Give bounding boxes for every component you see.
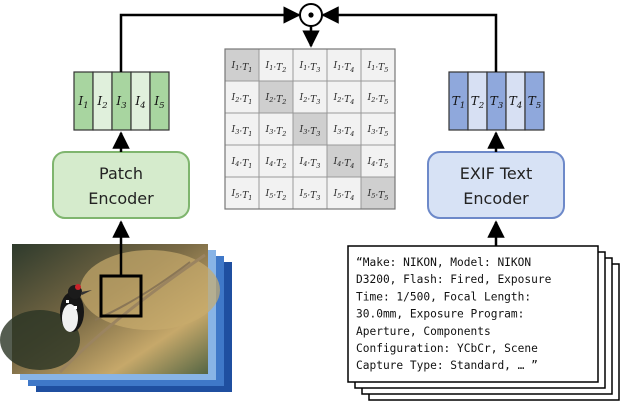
matrix-cell-label: I2·T3 [299, 93, 321, 106]
matrix-cell-5-2: I5·T2 [258, 176, 294, 210]
exif-text-line-5: Aperture, Components [356, 325, 491, 338]
image-vector-label-5: I5 [153, 94, 164, 111]
matrix-cell-label: I1·T5 [367, 61, 389, 74]
text-vector-cell-5: T5 [524, 71, 545, 131]
matrix-cell-label: I3·T2 [265, 125, 287, 138]
operator-symbol [308, 12, 314, 18]
matrix-cell-label: I2·T5 [367, 93, 389, 106]
image-vector-cell-4: I4 [130, 71, 151, 131]
image-vector-cell-1: I1 [73, 71, 94, 131]
matrix-cell-4-3: I4·T3 [292, 144, 328, 178]
exif-document [347, 245, 599, 383]
matrix-cell-4-2: I4·T2 [258, 144, 294, 178]
matrix-cell-label: I1·T4 [333, 61, 355, 74]
text-vector-cell-3: T3 [486, 71, 507, 131]
image-vector-label-2: I2 [96, 94, 107, 111]
image-vector-label-1: I1 [77, 94, 88, 111]
image-stack [0, 244, 232, 392]
matrix-cell-label: I3·T1 [231, 125, 253, 138]
matrix-cell-label: I2·T1 [231, 93, 253, 106]
matrix-cell-label: I4·T5 [367, 157, 389, 170]
arrow-image-vector-to-operator [119, 6, 301, 72]
image-vector-cell-5: I5 [149, 71, 170, 131]
matrix-cell-1-5: I1·T5 [360, 48, 396, 82]
image-vector-label-3: I3 [115, 94, 127, 111]
matrix-cell-label: I2·T4 [333, 93, 355, 106]
matrix-cell-3-5: I3·T5 [360, 112, 396, 146]
text-encoder-label-line2: Encoder [463, 189, 529, 208]
matrix-cell-label: I5·T2 [265, 189, 287, 202]
matrix-cell-label: I5·T1 [231, 189, 253, 202]
exif-text-line-4: 30.0mm, Exposure Program: [356, 308, 524, 321]
matrix-cell-5-5: I5·T5 [360, 176, 396, 210]
exif-text-line-7: Capture Type: Standard, … ” [356, 359, 538, 372]
matrix-cell-3-1: I3·T1 [224, 112, 260, 146]
matrix-cell-3-2: I3·T2 [258, 112, 294, 146]
matrix-cell-3-4: I3·T4 [326, 112, 362, 146]
matrix-cell-label: I2·T2 [265, 93, 287, 106]
matrix-cell-2-1: I2·T1 [224, 80, 260, 114]
exif-text-line-1: “Make: NIKON, Model: NIKON [356, 256, 531, 269]
exif-text-line-3: Time: 1/500, Focal Length: [356, 290, 531, 303]
matrix-cell-1-1: I1·T1 [224, 48, 260, 82]
matrix-cell-label: I3·T5 [367, 125, 389, 138]
matrix-cell-5-4: I5·T4 [326, 176, 362, 210]
matrix-cell-1-2: I1·T2 [258, 48, 294, 82]
text-vector-cell-2: T2 [467, 71, 488, 131]
matrix-cell-label: I5·T4 [333, 189, 355, 202]
text-vector-label-1: T1 [452, 94, 466, 111]
text-vector-cell-1: T1 [448, 71, 469, 131]
text-encoder-label-line1: EXIF Text [460, 164, 532, 183]
matrix-cell-2-3: I2·T3 [292, 80, 328, 114]
matrix-cell-4-5: I4·T5 [360, 144, 396, 178]
matrix-cell-1-4: I1·T4 [326, 48, 362, 82]
image-vector-cell-2: I2 [92, 71, 113, 131]
image-vector-label-4: I4 [134, 94, 145, 111]
matrix-cell-3-3: I3·T3 [292, 112, 328, 146]
matrix-cell-label: I1·T3 [299, 61, 321, 74]
text-vector-cell-4: T4 [505, 71, 526, 131]
matrix-cell-2-2: I2·T2 [258, 80, 294, 114]
patch-encoder-label-line2: Encoder [88, 189, 154, 208]
image-embedding-vector: I1 I2 I3 I4 I5 [73, 71, 170, 131]
text-vector-label-2: T2 [471, 94, 485, 111]
matrix-cell-label: I1·T1 [231, 61, 253, 74]
text-embedding-vector: T1 T2 T3 T4 T5 [448, 71, 545, 131]
exif-text-encoder: EXIF Text Encoder [427, 151, 565, 219]
matrix-cell-label: I4·T2 [265, 157, 287, 170]
image-vector-cell-3: I3 [111, 71, 132, 131]
matrix-cell-label: I3·T3 [299, 125, 321, 138]
text-vector-label-4: T4 [509, 94, 523, 111]
exif-text-line-6: Configuration: YCbCr, Scene [356, 342, 538, 355]
matrix-cell-label: I5·T3 [299, 189, 321, 202]
matrix-cell-1-3: I1·T3 [292, 48, 328, 82]
text-vector-label-3: T3 [490, 94, 504, 111]
arrow-text-vector-to-operator [321, 6, 498, 72]
bird-photo [0, 244, 220, 374]
matrix-cell-label: I5·T5 [367, 189, 389, 202]
matrix-cell-4-4: I4·T4 [326, 144, 362, 178]
matrix-cell-label: I1·T2 [265, 61, 287, 74]
exif-document-stack: “Make: NIKON, Model: NIKON D3200, Flash: … [347, 245, 620, 401]
matrix-cell-4-1: I4·T1 [224, 144, 260, 178]
matrix-cell-label: I4·T1 [231, 157, 253, 170]
exif-text-line-2: D3200, Flash: Fired, Exposure [356, 273, 552, 286]
text-vector-label-5: T5 [528, 94, 542, 111]
matrix-cell-2-4: I2·T4 [326, 80, 362, 114]
matrix-cell-label: I4·T4 [333, 157, 355, 170]
matrix-cell-label: I3·T4 [333, 125, 355, 138]
matrix-cell-5-1: I5·T1 [224, 176, 260, 210]
matrix-cell-5-3: I5·T3 [292, 176, 328, 210]
patch-encoder: Patch Encoder [52, 151, 190, 219]
patch-encoder-label-line1: Patch [99, 164, 143, 183]
matrix-cell-2-5: I2·T5 [360, 80, 396, 114]
matrix-cell-label: I4·T3 [299, 157, 321, 170]
dot-product-operator [299, 3, 323, 27]
